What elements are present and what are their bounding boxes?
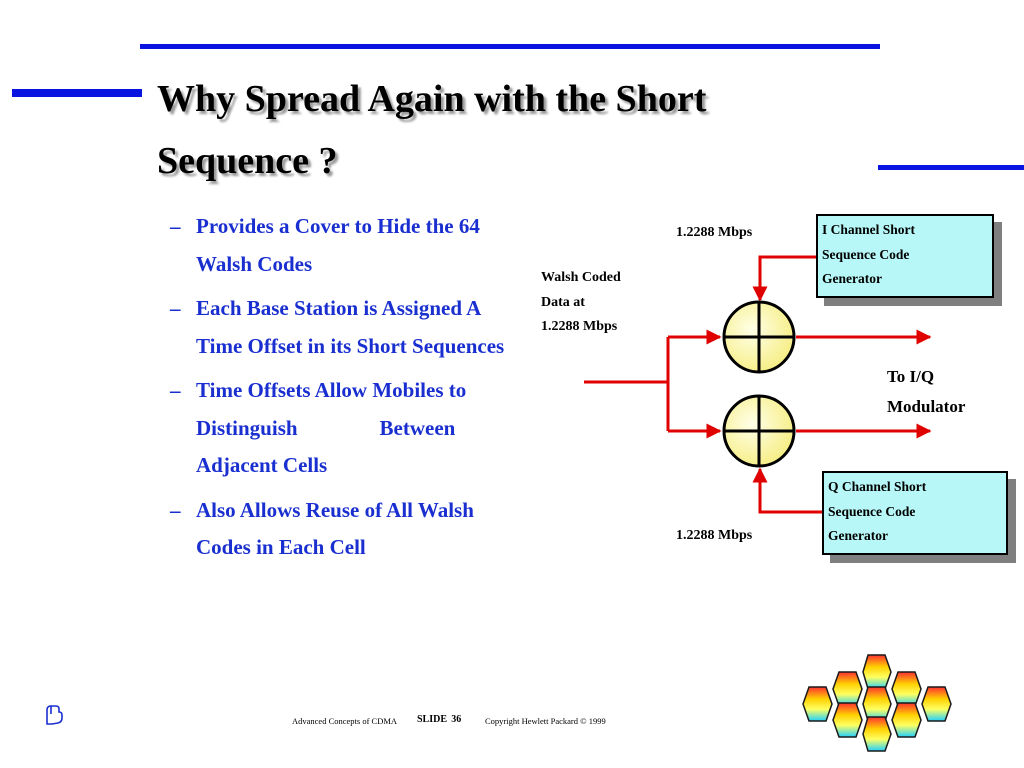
top-accent-bar — [140, 44, 880, 49]
footer-course: Advanced Concepts of CDMA — [292, 716, 398, 726]
right-accent-bar — [878, 165, 1024, 170]
output-label: To I/Q Modulator — [887, 367, 966, 416]
bullet-dash: – — [170, 214, 181, 238]
left-accent-bar — [12, 89, 142, 97]
q-channel-mixer — [722, 394, 796, 468]
footer-slide-number: SLIDE 36 — [417, 714, 462, 725]
bullet-list: – Provides a Cover to Hide the 64 Walsh … — [170, 208, 560, 574]
i-channel-generator: I Channel Short Sequence Code Generator — [816, 214, 994, 298]
pointing-hand-icon — [46, 705, 63, 725]
title-line-2: Sequence ? — [157, 140, 338, 182]
hexagon-cells-logo — [802, 654, 952, 752]
bullet-item: – Provides a Cover to Hide the 64 Walsh … — [170, 208, 560, 283]
bullet-dash: – — [170, 296, 181, 320]
bullet-item: – Time Offsets Allow Mobiles to Distingu… — [170, 372, 560, 485]
i-channel-mixer — [722, 300, 796, 374]
slide-title: Why Spread Again with the Short Sequence… — [157, 68, 857, 192]
footer-copyright: Copyright Hewlett Packard © 1999 — [485, 716, 606, 726]
bullet-dash: – — [170, 497, 181, 522]
i-rate-label: 1.2288 Mbps — [676, 225, 753, 240]
bullet-item: – Also Allows Reuse of All Walsh Codes i… — [170, 492, 560, 567]
q-rate-label: 1.2288 Mbps — [676, 528, 753, 543]
bullet-item: – Each Base Station is Assigned A Time O… — [170, 290, 560, 365]
bullet-dash: – — [170, 378, 181, 402]
walsh-input-label: Walsh Coded Data at 1.2288 Mbps — [541, 270, 621, 334]
title-line-1: Why Spread Again with the Short — [157, 78, 707, 120]
q-channel-generator: Q Channel Short Sequence Code Generator — [822, 471, 1008, 555]
